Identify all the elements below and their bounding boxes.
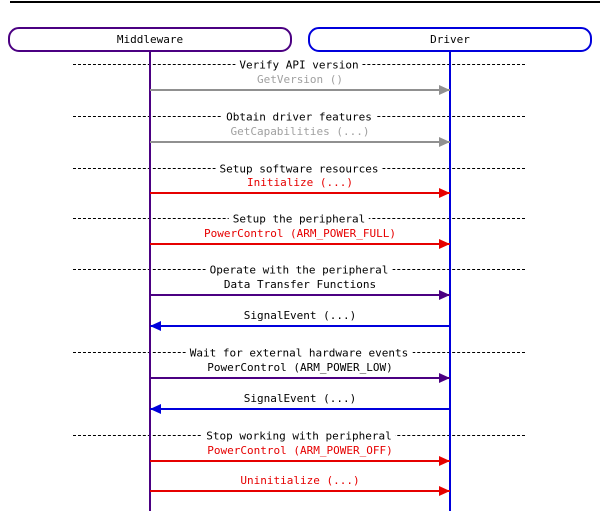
arrowhead-right-icon: [439, 85, 450, 95]
arrowhead-right-icon: [439, 239, 450, 249]
message-label: SignalEvent (...): [243, 309, 357, 322]
separator-label: Wait for external hardware events: [185, 346, 413, 360]
separator-setup-the-peripheral: Setup the peripheral: [73, 212, 525, 226]
entity-middleware-label: Middleware: [116, 33, 184, 46]
arrow-line: [150, 243, 450, 245]
lifeline-middleware: [149, 52, 151, 511]
entity-box-middleware: Middleware: [8, 27, 292, 52]
arrowhead-right-icon: [439, 456, 450, 466]
message-label: PowerControl (ARM_POWER_LOW): [207, 361, 393, 374]
message-label: GetVersion (): [256, 73, 344, 86]
arrow-line: [150, 490, 450, 492]
message-label: PowerControl (ARM_POWER_FULL): [203, 227, 397, 240]
message-label: SignalEvent (...): [243, 392, 357, 405]
message-label: Uninitialize (...): [240, 474, 360, 487]
arrowhead-right-icon: [439, 373, 450, 383]
separator-label: Setup software resources: [215, 162, 383, 176]
arrowhead-left-icon: [150, 404, 161, 414]
separator-obtain-driver-features: Obtain driver features: [73, 110, 525, 124]
arrow-line: [150, 408, 450, 410]
arrow-line: [150, 460, 450, 462]
arrowhead-right-icon: [439, 486, 450, 496]
message-label: Data Transfer Functions: [223, 278, 377, 291]
entity-box-driver: Driver: [308, 27, 592, 52]
arrow-line: [150, 141, 450, 143]
separator-stop-working-with-peripheral: Stop working with peripheral: [73, 429, 525, 443]
top-border-line: [10, 1, 600, 3]
separator-label: Obtain driver features: [222, 110, 376, 124]
arrowhead-right-icon: [439, 290, 450, 300]
arrow-line: [150, 325, 450, 327]
separator-operate-with-peripheral: Operate with the peripheral: [73, 263, 525, 277]
entity-driver-label: Driver: [430, 33, 470, 46]
arrowhead-right-icon: [439, 137, 450, 147]
separator-verify-api-version: Verify API version: [73, 58, 525, 72]
separator-label: Verify API version: [235, 58, 363, 72]
separator-label: Stop working with peripheral: [202, 429, 396, 443]
separator-label: Setup the peripheral: [228, 212, 370, 226]
separator-label: Operate with the peripheral: [205, 263, 393, 277]
separator-setup-software-resources: Setup software resources: [73, 162, 525, 176]
separator-wait-for-hardware-events: Wait for external hardware events: [73, 346, 525, 360]
arrow-line: [150, 294, 450, 296]
arrowhead-right-icon: [439, 188, 450, 198]
message-label: GetCapabilities (...): [230, 125, 370, 138]
message-label: PowerControl (ARM_POWER_OFF): [207, 444, 393, 457]
arrow-line: [150, 89, 450, 91]
arrow-line: [150, 377, 450, 379]
arrowhead-left-icon: [150, 321, 161, 331]
message-label: Initialize (...): [247, 176, 353, 189]
arrow-line: [150, 192, 450, 194]
lifeline-driver: [449, 52, 451, 511]
